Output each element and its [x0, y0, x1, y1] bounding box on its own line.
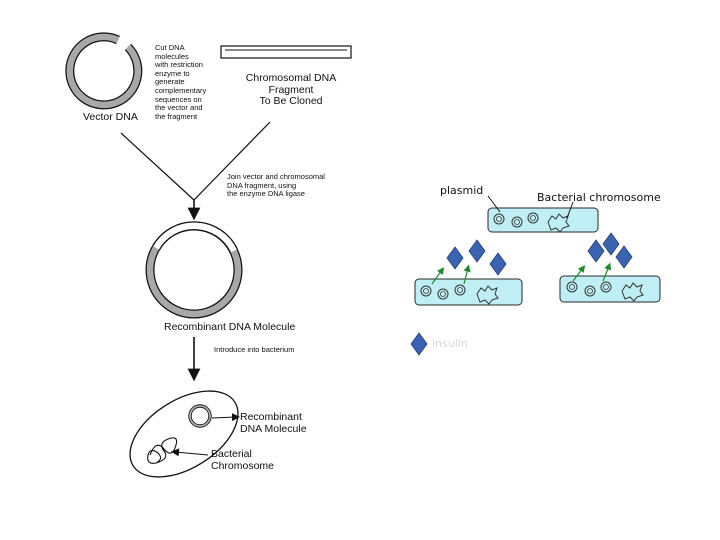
insulin-icon — [615, 245, 633, 269]
vector-dna-ring — [65, 32, 143, 110]
bacterium-top — [487, 207, 599, 233]
insulin-molecules — [410, 232, 633, 356]
chromosomal-fragment — [220, 45, 352, 59]
insulin-icon — [446, 246, 464, 270]
plasmid-label: plasmid — [440, 184, 484, 197]
insulin-label: insulin — [432, 337, 468, 350]
recombinant-dna-ring — [145, 221, 243, 319]
vector-dna-label: Vector DNA — [83, 111, 138, 123]
cell-chromosome — [147, 437, 178, 464]
insulin-icon — [489, 252, 507, 276]
bacterial-chromosome-label: Bacterial chromosome — [537, 191, 661, 204]
introduce-text: Introduce into bacterium — [214, 345, 295, 354]
bacterium-right — [559, 275, 661, 303]
recombinant-label: Recombinant DNA Molecule — [164, 321, 296, 333]
insulin-legend-icon — [410, 332, 428, 356]
insulin-icon — [587, 239, 605, 263]
bacterium-cell — [129, 390, 240, 478]
bacterium-left — [414, 278, 523, 306]
insulin-icon — [602, 232, 620, 256]
secretion-arrows — [431, 262, 612, 285]
insulin-icon — [468, 239, 486, 263]
join-arrow — [120, 121, 271, 221]
